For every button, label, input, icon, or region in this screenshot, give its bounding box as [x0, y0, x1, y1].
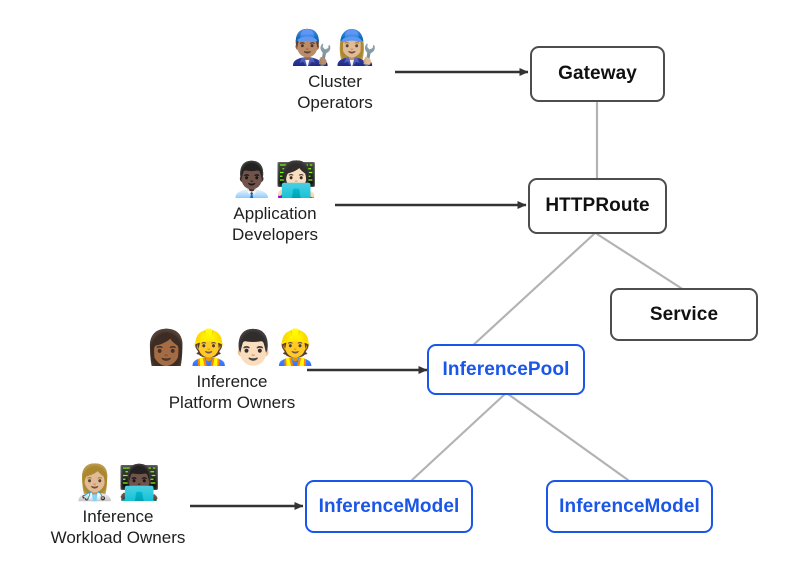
node-inferencepool-label: InferencePool: [442, 358, 570, 380]
actor-cluster-operators: 👨🏽‍🔧👩🏼‍🔧 Cluster Operators: [265, 28, 405, 113]
inference-platform-owners-icon: 👩🏾‍👷👨🏻‍👷: [145, 328, 319, 368]
actor-inference-platform-owners: 👩🏾‍👷👨🏻‍👷 Inference Platform Owners: [145, 328, 316, 413]
cluster-operators-icon: 👨🏽‍🔧👩🏼‍🔧: [290, 28, 380, 68]
actor-inference-workload-owners: 👩🏼‍⚕️👨🏿‍💻 Inference Workload Owners: [42, 463, 194, 548]
node-inferencemodel-left-label: InferenceModel: [318, 495, 460, 517]
actor-cluster-operators-label: Cluster Operators: [297, 72, 373, 112]
node-inferencemodel-right-label: InferenceModel: [559, 495, 700, 517]
node-inferencemodel-left[interactable]: InferenceModel: [305, 480, 473, 533]
node-httproute[interactable]: HTTPRoute: [528, 178, 667, 234]
node-inferencemodel-right[interactable]: InferenceModel: [546, 480, 713, 533]
actor-inference-workload-owners-label: Inference Workload Owners: [50, 507, 186, 547]
actor-inference-platform-owners-label: Inference Platform Owners: [168, 372, 296, 412]
edge-inferencepool-inferencemodel-left: [410, 392, 507, 482]
node-service-label: Service: [649, 303, 719, 325]
edge-inferencepool-inferencemodel-right: [506, 392, 630, 482]
application-developers-icon: 👨🏿‍💼👩🏻‍💻: [230, 160, 320, 200]
node-service[interactable]: Service: [610, 288, 758, 341]
node-inferencepool[interactable]: InferencePool: [427, 344, 585, 395]
node-httproute-label: HTTPRoute: [545, 195, 650, 216]
edge-httproute-service: [595, 232, 686, 292]
node-gateway[interactable]: Gateway: [530, 46, 665, 102]
edge-httproute-inferencepool: [468, 232, 596, 350]
inference-workload-owners-icon: 👩🏼‍⚕️👨🏿‍💻: [73, 463, 163, 503]
node-gateway-label: Gateway: [558, 63, 637, 84]
actor-application-developers-label: Application Developers: [232, 204, 318, 244]
actor-application-developers: 👨🏿‍💼👩🏻‍💻 Application Developers: [205, 160, 345, 245]
